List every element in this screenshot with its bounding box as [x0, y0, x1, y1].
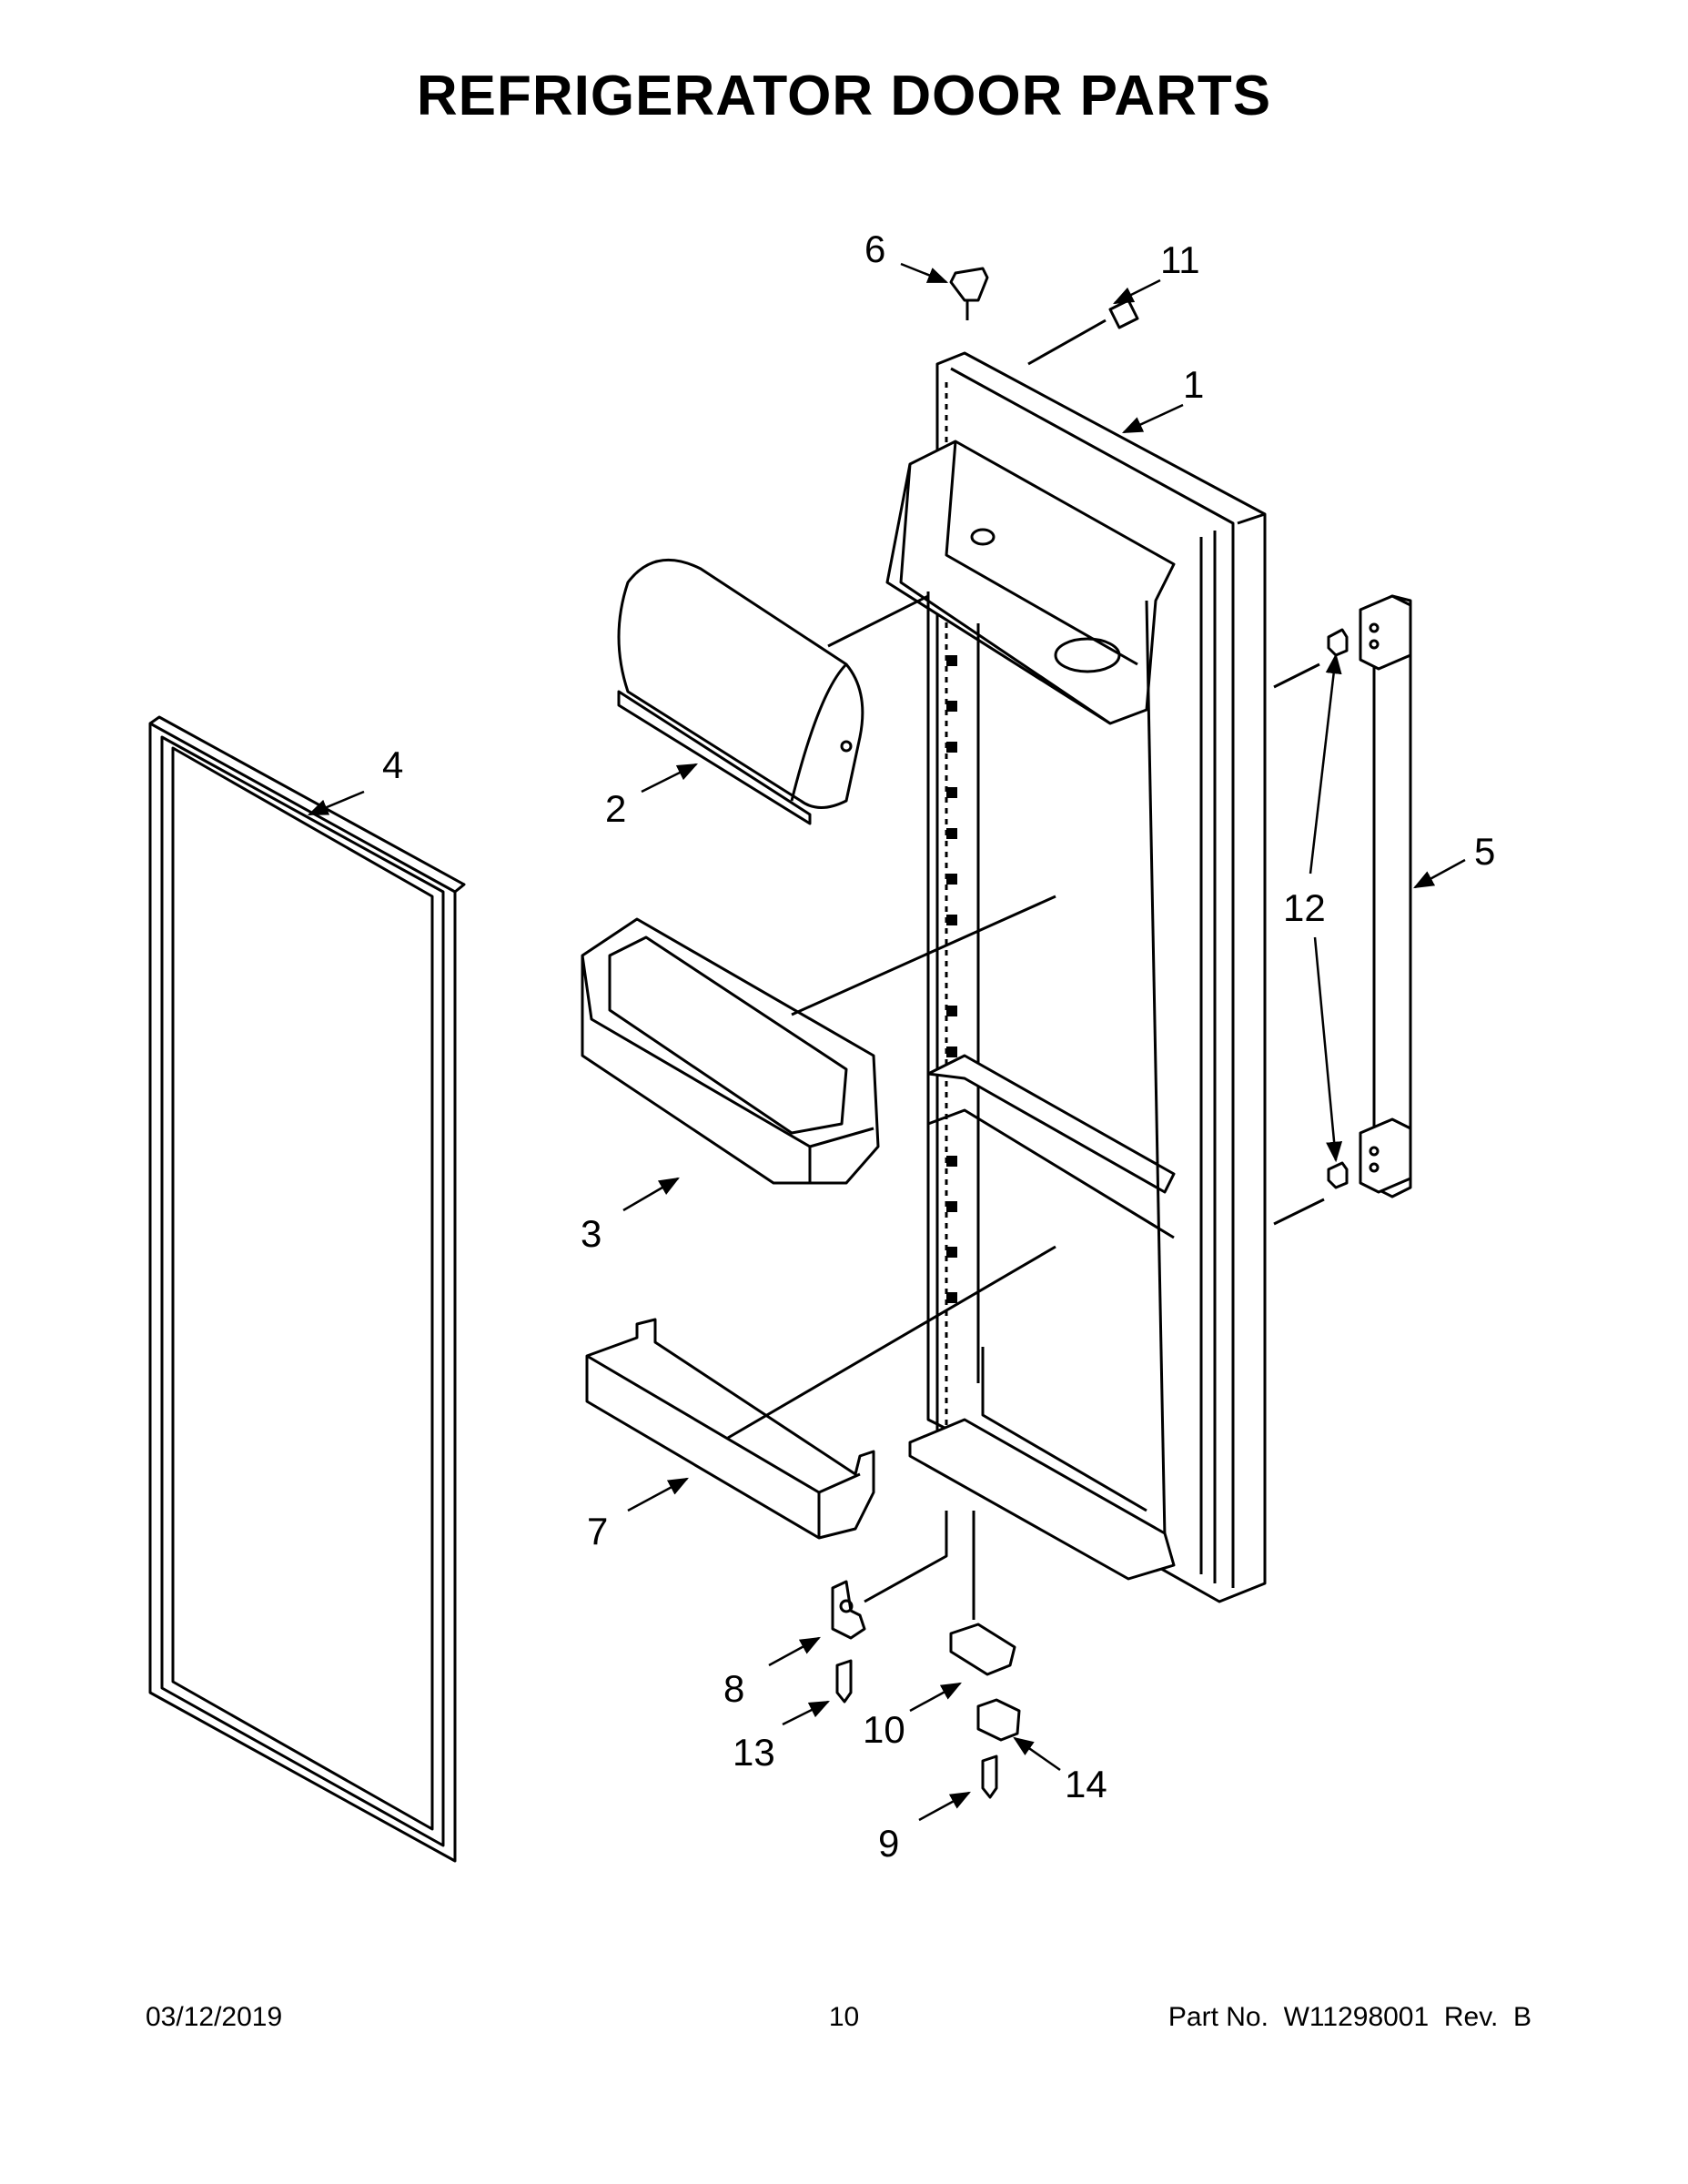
lower-door-bin-part — [585, 1318, 875, 1540]
hinge-block-part — [976, 1698, 1021, 1742]
callout-11: 11 — [1160, 238, 1200, 281]
callout-12: 12 — [1283, 886, 1326, 929]
liner-bumps — [946, 655, 957, 1303]
callout-9: 9 — [878, 1822, 899, 1865]
callout-8: 8 — [723, 1667, 744, 1710]
callout-6: 6 — [864, 228, 885, 270]
door-handle-part — [1359, 594, 1412, 1198]
dairy-bin-part — [617, 558, 864, 825]
door-liner-part — [885, 351, 1267, 1603]
screw-13-part — [835, 1659, 853, 1704]
screw-9-part — [981, 1754, 998, 1799]
callout-13: 13 — [733, 1731, 775, 1774]
footer-page-number: 10 — [828, 2002, 860, 2032]
pad-part — [1108, 298, 1139, 329]
door-bin-part — [581, 917, 880, 1185]
footer-part-number: Part No. W11298001 Rev. B — [1167, 2002, 1531, 2032]
callout-7: 7 — [587, 1510, 608, 1552]
callout-1: 1 — [1183, 363, 1204, 406]
callout-2: 2 — [605, 787, 626, 830]
footer-date: 03/12/2019 — [146, 2002, 283, 2032]
page-title: REFRIGERATOR DOOR PARTS — [416, 65, 1272, 127]
door-gasket-part — [148, 715, 466, 1863]
callout-10: 10 — [863, 1708, 905, 1751]
hinge-bushing-part — [949, 267, 989, 320]
callout-4: 4 — [382, 743, 403, 786]
callout-14: 14 — [1065, 1763, 1107, 1805]
hinge-bracket-part — [949, 1623, 1016, 1676]
hinge-pin-part — [831, 1580, 866, 1640]
callout-3: 3 — [581, 1212, 601, 1255]
handle-stud-part — [1327, 628, 1349, 1189]
callout-5: 5 — [1474, 830, 1495, 873]
